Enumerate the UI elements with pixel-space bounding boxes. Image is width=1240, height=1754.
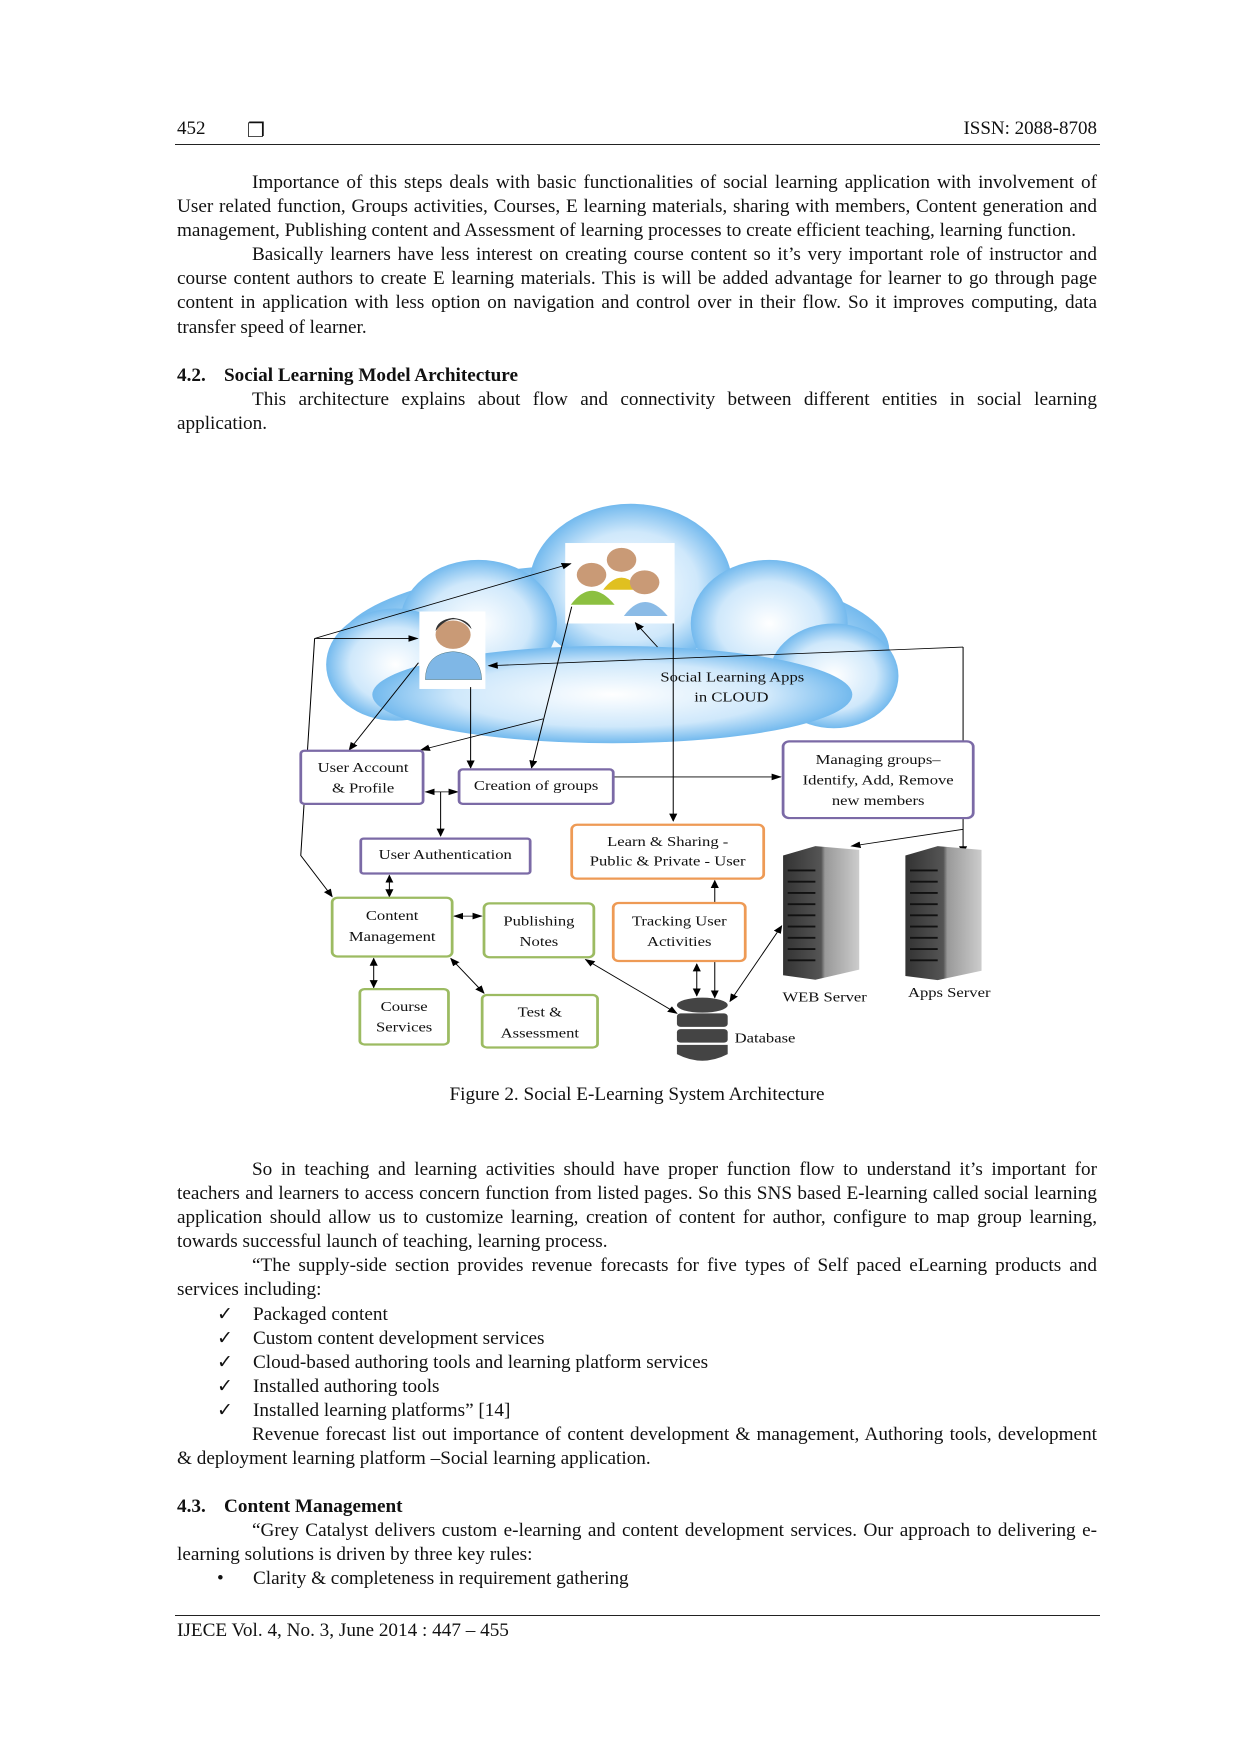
section-title: Content Management [224, 1496, 403, 1518]
web-server-label: WEB Server [782, 991, 866, 1005]
paragraph: So in teaching and learning activities s… [177, 1159, 1097, 1253]
cloud-label-line-1: Social Learning Apps [660, 671, 804, 685]
checkmark-icon: ✓ [217, 1399, 234, 1421]
checklist-item: ✓ Custom content development services [177, 1327, 1097, 1351]
box-label: Public & Private - User [590, 855, 746, 869]
web-server-icon [783, 846, 860, 980]
checklist-item: ✓ Installed authoring tools [177, 1375, 1097, 1399]
checklist-text: Packaged content [253, 1303, 388, 1325]
user-authentication-box: User Authentication [359, 837, 532, 875]
checklist-text: Cloud-based authoring tools and learning… [253, 1351, 709, 1373]
box-label: Notes [520, 935, 559, 949]
publishing-notes-box: Publishing Notes [482, 902, 596, 959]
bullet-text: Clarity & completeness in requirement ga… [253, 1568, 629, 1590]
paragraph: “Grey Catalyst delivers custom e-learnin… [177, 1520, 1097, 1566]
checkmark-icon: ✓ [217, 1375, 234, 1397]
checklist-text: Custom content development services [253, 1327, 545, 1349]
database-label: Database [735, 1032, 796, 1046]
connectors [300, 563, 968, 1014]
section-heading: 4.3. Content Management [177, 1495, 1097, 1519]
tracking-user-activities-box: Tracking User Activities [611, 901, 747, 963]
page-number: 452 [177, 118, 206, 139]
section-number: 4.3. [177, 1496, 206, 1518]
course-services-box: Course Services [358, 987, 450, 1046]
box-label: Content [366, 909, 419, 923]
checkmark-icon: ✓ [217, 1351, 234, 1373]
paragraph: Importance of this steps deals with basi… [177, 172, 1097, 242]
square-bullet-icon: ❐ [247, 120, 265, 142]
checklist-text: Installed authoring tools [253, 1375, 440, 1397]
section-heading: 4.2. Social Learning Model Architecture [177, 364, 1097, 388]
cloud-label: Social Learning Apps in CLOUD [660, 671, 804, 705]
box-label: Learn & Sharing - [607, 835, 728, 849]
figure-caption: Figure 2. Social E-Learning System Archi… [449, 1084, 825, 1105]
box-label: Identify, Add, Remove [803, 774, 954, 788]
header-rule [175, 144, 1100, 145]
cloud-shape [326, 503, 899, 744]
user-group-icon [565, 543, 675, 624]
section-number: 4.2. [177, 364, 206, 386]
box-label: User Account [318, 761, 410, 775]
paragraph: This architecture explains about flow an… [177, 388, 1097, 434]
architecture-diagram: Social Learning Apps in CLOUD [299, 503, 991, 1061]
box-label: Publishing [503, 915, 575, 929]
creation-of-groups-box: Creation of groups [457, 768, 615, 805]
apps-server-label: Apps Server [908, 986, 991, 1000]
bullet-item: • Clarity & completeness in requirement g… [177, 1567, 1097, 1591]
apps-server-icon [905, 846, 982, 981]
test-assessment-box: Test & Assessment [480, 993, 599, 1049]
box-label: Activities [647, 935, 712, 949]
box-label: Managing groups– [816, 753, 941, 767]
box-label: Tracking User [632, 915, 727, 929]
database-icon [676, 997, 728, 1061]
paragraph: Revenue forecast list out importance of … [177, 1424, 1097, 1470]
paragraph: Basically learners have less interest on… [177, 244, 1097, 338]
body-text: So in teaching and learning activities s… [177, 1158, 1097, 1592]
issn: ISSN: 2088-8708 [963, 118, 1097, 139]
footer-rule [175, 1615, 1100, 1616]
single-user-icon [419, 611, 486, 689]
checkmark-icon: ✓ [217, 1303, 234, 1325]
footer-journal: IJECE Vol. 4, No. 3, June 2014 : 447 – 4… [177, 1620, 509, 1641]
box-label: Management [349, 930, 437, 944]
content-management-box: Content Management [330, 896, 454, 958]
learn-sharing-box: Learn & Sharing - Public & Private - Use… [570, 823, 766, 880]
checklist-text: Installed learning platforms” [14] [253, 1399, 511, 1421]
cloud-label-line-2: in CLOUD [694, 691, 768, 705]
paragraph: “The supply-side section provides revenu… [177, 1255, 1097, 1301]
box-label: User Authentication [379, 849, 513, 863]
checklist-item: ✓ Cloud-based authoring tools and learnin… [177, 1351, 1097, 1375]
section-title: Social Learning Model Architecture [224, 364, 518, 386]
box-label: Services [376, 1021, 432, 1035]
box-label: & Profile [332, 782, 395, 796]
box-label: Creation of groups [474, 779, 599, 793]
box-label: Assessment [501, 1027, 580, 1041]
checkmark-icon: ✓ [217, 1327, 234, 1349]
managing-groups-box: Managing groups– Identify, Add, Remove n… [781, 740, 975, 820]
box-label: Course [381, 1000, 428, 1014]
box-label: Test & [518, 1006, 563, 1020]
intro-text: Importance of this steps deals with basi… [177, 171, 1097, 436]
bullet-icon: • [217, 1568, 224, 1590]
checklist-item: ✓ Installed learning platforms” [14] [177, 1399, 1097, 1423]
box-label: new members [832, 794, 925, 808]
checklist-item: ✓ Packaged content [177, 1303, 1097, 1327]
user-account-profile-box: User Account & Profile [299, 749, 425, 805]
